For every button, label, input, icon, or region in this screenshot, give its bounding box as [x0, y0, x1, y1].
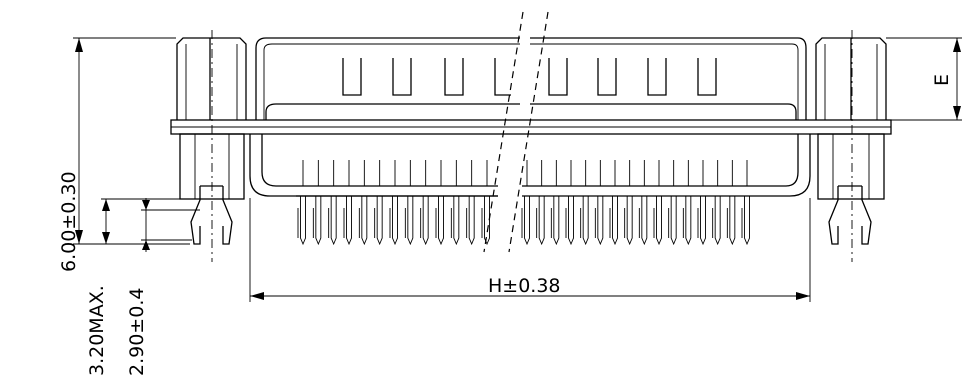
- terminal-pin-right-5: [580, 160, 589, 246]
- terminal-pin-right-12: [682, 160, 692, 246]
- terminal-pin-right-3: [550, 160, 560, 246]
- terminal-pin-right-11: [668, 160, 677, 246]
- terminal-pin-left-10: [435, 160, 444, 246]
- terminal-pin-left-2: [312, 160, 322, 246]
- dim-pin-length: 2.90±0.4: [126, 198, 200, 376]
- dim-overall-height: 6.00±0.30: [58, 37, 176, 272]
- terminal-pin-right-1: [521, 160, 530, 246]
- terminal-pin-right-6: [594, 160, 604, 246]
- connector-body-lower: [249, 134, 811, 197]
- terminal-pin-left-4: [343, 160, 352, 246]
- terminal-pin-right-13: [697, 160, 706, 246]
- terminal-pin-right-9: [638, 160, 648, 246]
- terminal-pin-right-16: [741, 160, 750, 246]
- terminal-pin-right-15: [726, 160, 736, 246]
- dim-pin-max: 3.20MAX.: [86, 198, 190, 376]
- contact-slots-left: [342, 58, 511, 96]
- left-standoff: [176, 30, 247, 262]
- break-lines: [483, 11, 549, 253]
- terminal-pin-right-4: [565, 160, 574, 246]
- terminal-pins-left: [297, 160, 490, 246]
- terminal-pin-left-11: [450, 160, 460, 246]
- terminal-pin-left-1: [297, 160, 306, 246]
- terminal-pin-right-8: [624, 160, 633, 246]
- terminal-pin-left-8: [404, 160, 414, 246]
- terminal-pin-left-13: [481, 160, 490, 246]
- dim-pin-length-label: 2.90±0.4: [126, 288, 148, 376]
- flange-plate: [170, 119, 892, 135]
- terminal-pin-right-10: [653, 160, 662, 246]
- terminal-pin-left-6: [374, 160, 383, 246]
- terminal-pin-left-3: [328, 160, 337, 246]
- contact-slots-right: [548, 58, 717, 96]
- terminal-pin-left-9: [420, 160, 429, 246]
- right-standoff: [815, 30, 887, 262]
- dim-flange-height: E: [886, 37, 962, 121]
- dim-width-label: H±0.38: [488, 275, 561, 297]
- terminal-pin-right-2: [536, 160, 545, 246]
- connector-shell-upper: [255, 37, 807, 120]
- terminal-pin-left-5: [358, 160, 368, 246]
- dim-flange-height-label: E: [931, 74, 953, 86]
- terminal-pin-left-12: [466, 160, 475, 246]
- terminal-pin-right-7: [609, 160, 618, 246]
- dim-overall-height-label: 6.00±0.30: [58, 171, 80, 272]
- dim-pin-max-label: 3.20MAX.: [86, 285, 108, 376]
- terminal-pins-right: [521, 160, 750, 246]
- terminal-pin-right-14: [712, 160, 721, 246]
- terminal-pin-left-7: [389, 160, 398, 246]
- dim-width: H±0.38: [249, 198, 811, 302]
